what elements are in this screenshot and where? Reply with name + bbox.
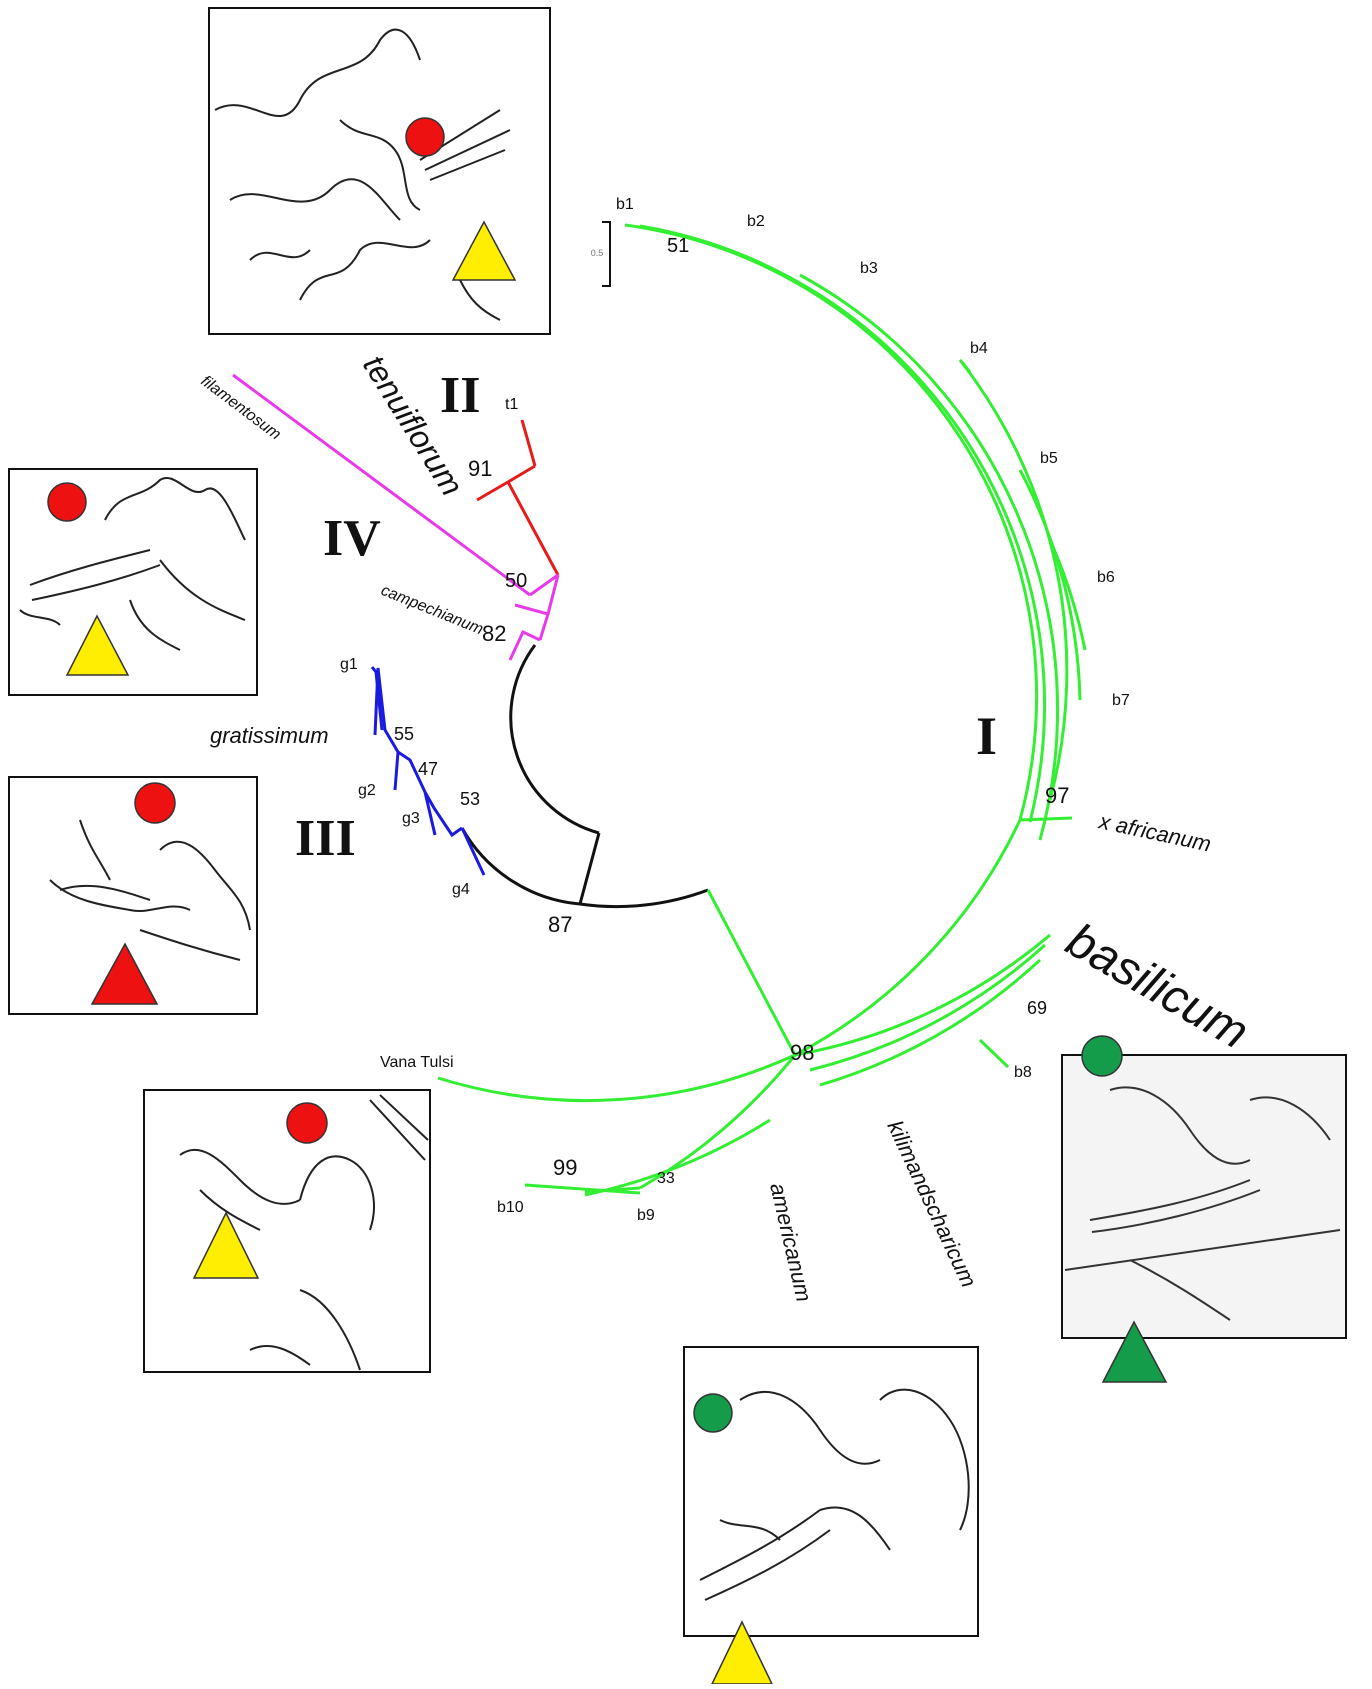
scale-bar: 0.5 [591,221,611,287]
taxon-label-basilicum: basilicum [1058,914,1258,1060]
support-value-53: 53 [460,789,480,809]
tree-backbone [460,644,709,909]
yellow-triangle-marker [451,220,517,281]
clade-label-I: I [976,706,997,766]
support-value-33: 33 [657,1170,675,1187]
tip-label-g3: g3 [402,810,420,827]
tip-label-g1: g1 [340,656,358,673]
taxon-label-campechianum: campechianum [379,582,486,638]
tip-label-g4: g4 [452,881,470,898]
clade-IV-branches [232,373,560,661]
clade-label-II: II [440,367,480,424]
support-value-91: 91 [468,456,492,481]
tip-label-b3: b3 [860,260,878,277]
taxon-label-gratissimum: gratissimum [210,723,329,748]
tip-label-b1: b1 [616,196,634,213]
red-circle-marker [405,117,445,157]
tip-label-b7: b7 [1112,692,1130,709]
clade-II-branches [476,419,560,576]
taxon-label-kilimandscharicum: kilimandscharicum [882,1117,981,1292]
taxon-label-filamentosum: filamentosum [198,373,284,444]
tip-label-b8: b8 [1014,1064,1032,1081]
clade-label-III: III [295,810,356,867]
support-value-47: 47 [418,759,438,779]
red-circle-marker [134,782,176,824]
flower-panel-right [1061,1035,1347,1383]
tip-label-b9: b9 [637,1207,655,1224]
tip-label-g2: g2 [358,782,376,799]
taxon-label-x-africanum: x africanum [1096,808,1213,856]
clade-I-branches [437,223,1087,1197]
tip-label-vana-tulsi: Vana Tulsi [380,1054,454,1071]
tip-label-b10: b10 [497,1199,524,1216]
yellow-triangle-marker [192,1211,260,1279]
taxon-label-americanum: americanum [765,1181,817,1305]
green-circle-marker [1081,1035,1123,1077]
support-value-99: 99 [553,1155,577,1180]
tip-label-b5: b5 [1040,450,1058,467]
red-circle-marker [286,1102,328,1144]
support-value-69: 69 [1027,998,1047,1018]
tip-label-b2: b2 [747,213,765,230]
flower-panel-left-lower [143,1089,431,1373]
clade-label-IV: IV [323,510,381,567]
clade-III-branches [370,666,486,876]
flower-panel-left-middle [8,776,258,1015]
support-value-98: 98 [790,1040,814,1065]
support-value-50: 50 [505,570,527,592]
yellow-triangle-marker [65,614,130,676]
red-triangle-marker [90,942,159,1005]
support-value-87: 87 [548,912,572,937]
red-circle-marker [47,482,87,522]
tip-label-t1: t1 [505,396,518,413]
flower-panel-top [208,7,551,335]
flower-panel-bottom [683,1346,979,1685]
support-value-51: 51 [667,235,689,257]
support-value-82: 82 [482,621,506,646]
support-value-97: 97 [1045,783,1069,808]
green-triangle-marker [1101,1320,1168,1383]
flower-panel-left-upper [8,468,258,696]
green-circle-marker [693,1393,733,1433]
scale-bar-label: 0.5 [591,248,604,258]
tip-label-b6: b6 [1097,569,1115,586]
support-value-55: 55 [394,724,414,744]
tip-label-b4: b4 [970,340,988,357]
